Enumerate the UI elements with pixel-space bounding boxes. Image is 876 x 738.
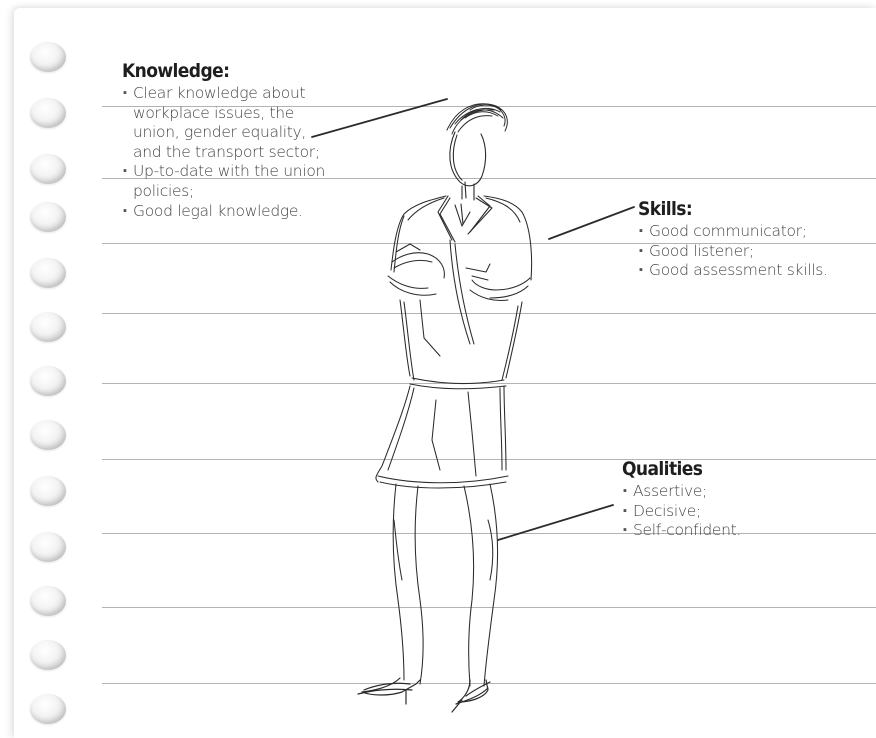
punched-hole-icon <box>30 586 66 616</box>
hair-scribble <box>446 103 508 135</box>
knowledge-heading: Knowledge: <box>122 60 230 82</box>
punched-hole-icon <box>30 640 66 670</box>
rule-line <box>102 383 876 384</box>
knowledge-section: Knowledge: Clear knowledge about workpla… <box>122 60 352 221</box>
punched-hole-icon <box>30 42 66 72</box>
rule-line <box>102 243 876 244</box>
list-item: Up-to-date with the union policies; <box>122 162 333 201</box>
rule-line <box>102 178 876 179</box>
list-item: Good listener; <box>638 242 863 262</box>
rule-line <box>102 459 876 460</box>
punched-hole-icon <box>30 694 66 724</box>
list-item: Good communicator; <box>638 222 863 242</box>
punched-hole-icon <box>30 366 66 396</box>
list-item: Assertive; <box>622 482 822 502</box>
rule-line <box>102 607 876 608</box>
qualities-callout-line <box>497 504 614 541</box>
punched-hole-icon <box>30 532 66 562</box>
punched-hole-icon <box>30 476 66 506</box>
list-item: Decisive; <box>622 502 822 522</box>
list-item: Good legal knowledge. <box>122 202 343 222</box>
knowledge-list: Clear knowledge about workplace issues, … <box>122 84 352 221</box>
punched-hole-icon <box>30 154 66 184</box>
qualities-section: Qualities Assertive; Decisive; Self-conf… <box>622 458 822 541</box>
punched-hole-icon <box>30 98 66 128</box>
rule-line <box>102 313 876 314</box>
punched-hole-icon <box>30 312 66 342</box>
rule-line <box>102 533 876 534</box>
skills-callout-line <box>548 206 635 240</box>
list-item: Clear knowledge about workplace issues, … <box>122 84 333 162</box>
list-item: Good assessment skills. <box>638 261 863 281</box>
punched-hole-icon <box>30 202 66 232</box>
qualities-heading: Qualities <box>622 458 703 480</box>
knowledge-callout-line <box>311 98 448 138</box>
skills-list: Good communicator; Good listener; Good a… <box>638 222 863 281</box>
rule-line <box>102 683 876 684</box>
skills-section: Skills: Good communicator; Good listener… <box>638 198 863 281</box>
punched-hole-icon <box>30 420 66 450</box>
qualities-list: Assertive; Decisive; Self-confident. <box>622 482 822 541</box>
list-item: Self-confident. <box>622 521 822 541</box>
skills-heading: Skills: <box>638 198 693 220</box>
rule-line <box>102 106 876 107</box>
punched-hole-icon <box>30 258 66 288</box>
